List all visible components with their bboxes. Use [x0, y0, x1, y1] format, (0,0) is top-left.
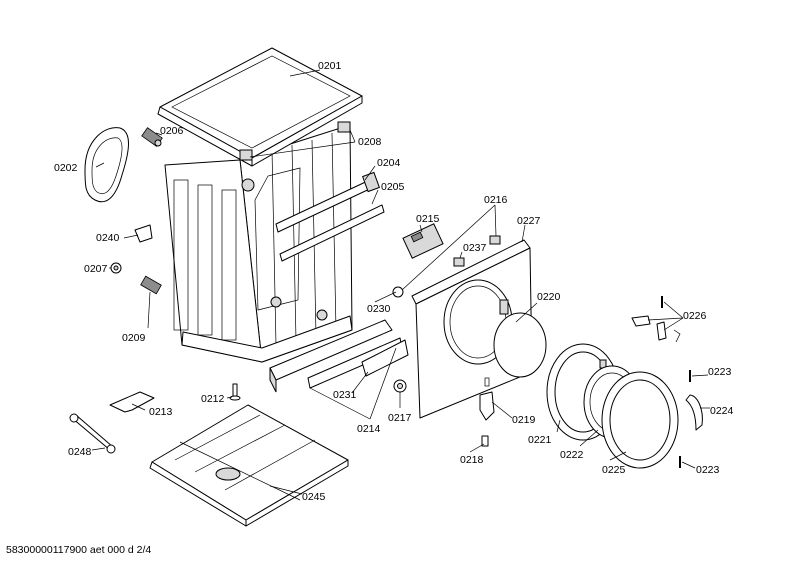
- bracket-0213: [109, 391, 155, 413]
- base-plate: [149, 404, 349, 527]
- label-0212: 0212: [201, 393, 225, 405]
- kickplate-0214: [269, 319, 393, 393]
- label-0221: 0221: [528, 434, 552, 446]
- label-0214: 0214: [357, 423, 381, 435]
- label-0215: 0215: [416, 213, 440, 225]
- label-0230: 0230: [367, 303, 391, 315]
- pins-0223: [679, 370, 691, 468]
- clip-0240: [134, 224, 153, 243]
- leader-lines: [91, 69, 710, 495]
- clips: [392, 235, 501, 393]
- label-0217: 0217: [388, 412, 412, 424]
- top-brackets: [239, 121, 351, 161]
- screw-0212: [229, 383, 241, 401]
- rear-cover-0202: [84, 127, 129, 203]
- label-0204: 0204: [377, 157, 401, 169]
- label-0201: 0201: [318, 60, 342, 72]
- top-cover: [157, 47, 363, 167]
- label-0202: 0202: [54, 162, 78, 174]
- label-0237: 0237: [463, 242, 487, 254]
- label-0225: 0225: [602, 464, 626, 476]
- label-0208: 0208: [358, 136, 382, 148]
- foot-0209: [140, 275, 162, 295]
- label-0226: 0226: [683, 310, 707, 322]
- label-0220: 0220: [537, 291, 561, 303]
- hinge-0206: [141, 127, 163, 147]
- label-0223-top: 0223: [708, 366, 732, 378]
- cabinet-housing: [164, 124, 353, 363]
- door-frame-0225: [601, 371, 679, 469]
- handle-0224: [685, 394, 703, 431]
- label-0209: 0209: [122, 332, 146, 344]
- label-0213: 0213: [149, 406, 173, 418]
- wrench-0248: [69, 413, 116, 454]
- hinge-parts-0226: [631, 296, 681, 343]
- door-hinge: [479, 391, 495, 447]
- label-0245: 0245: [302, 491, 326, 503]
- label-0240: 0240: [96, 232, 120, 244]
- document-reference: 58300000117900 aet 000 d 2/4: [6, 544, 151, 556]
- part-labels: 0201 0202 0204 0205 0206 0207 0208 0209 …: [54, 60, 734, 503]
- label-0216: 0216: [484, 194, 508, 206]
- label-0207: 0207: [84, 263, 108, 275]
- door-lock-0215: [402, 223, 444, 259]
- label-0224: 0224: [710, 405, 734, 417]
- label-0231: 0231: [333, 389, 357, 401]
- label-0206: 0206: [160, 125, 184, 137]
- label-0205: 0205: [381, 181, 405, 193]
- service-door-0230: [361, 339, 409, 377]
- cross-braces: [275, 171, 385, 262]
- label-0227: 0227: [517, 215, 541, 227]
- label-0248: 0248: [68, 446, 92, 458]
- porthole-0220: [493, 312, 547, 378]
- label-0222: 0222: [560, 449, 584, 461]
- label-0219: 0219: [512, 414, 536, 426]
- label-0223-bottom: 0223: [696, 464, 720, 476]
- label-0218: 0218: [460, 454, 484, 466]
- knob-0207: [110, 262, 122, 274]
